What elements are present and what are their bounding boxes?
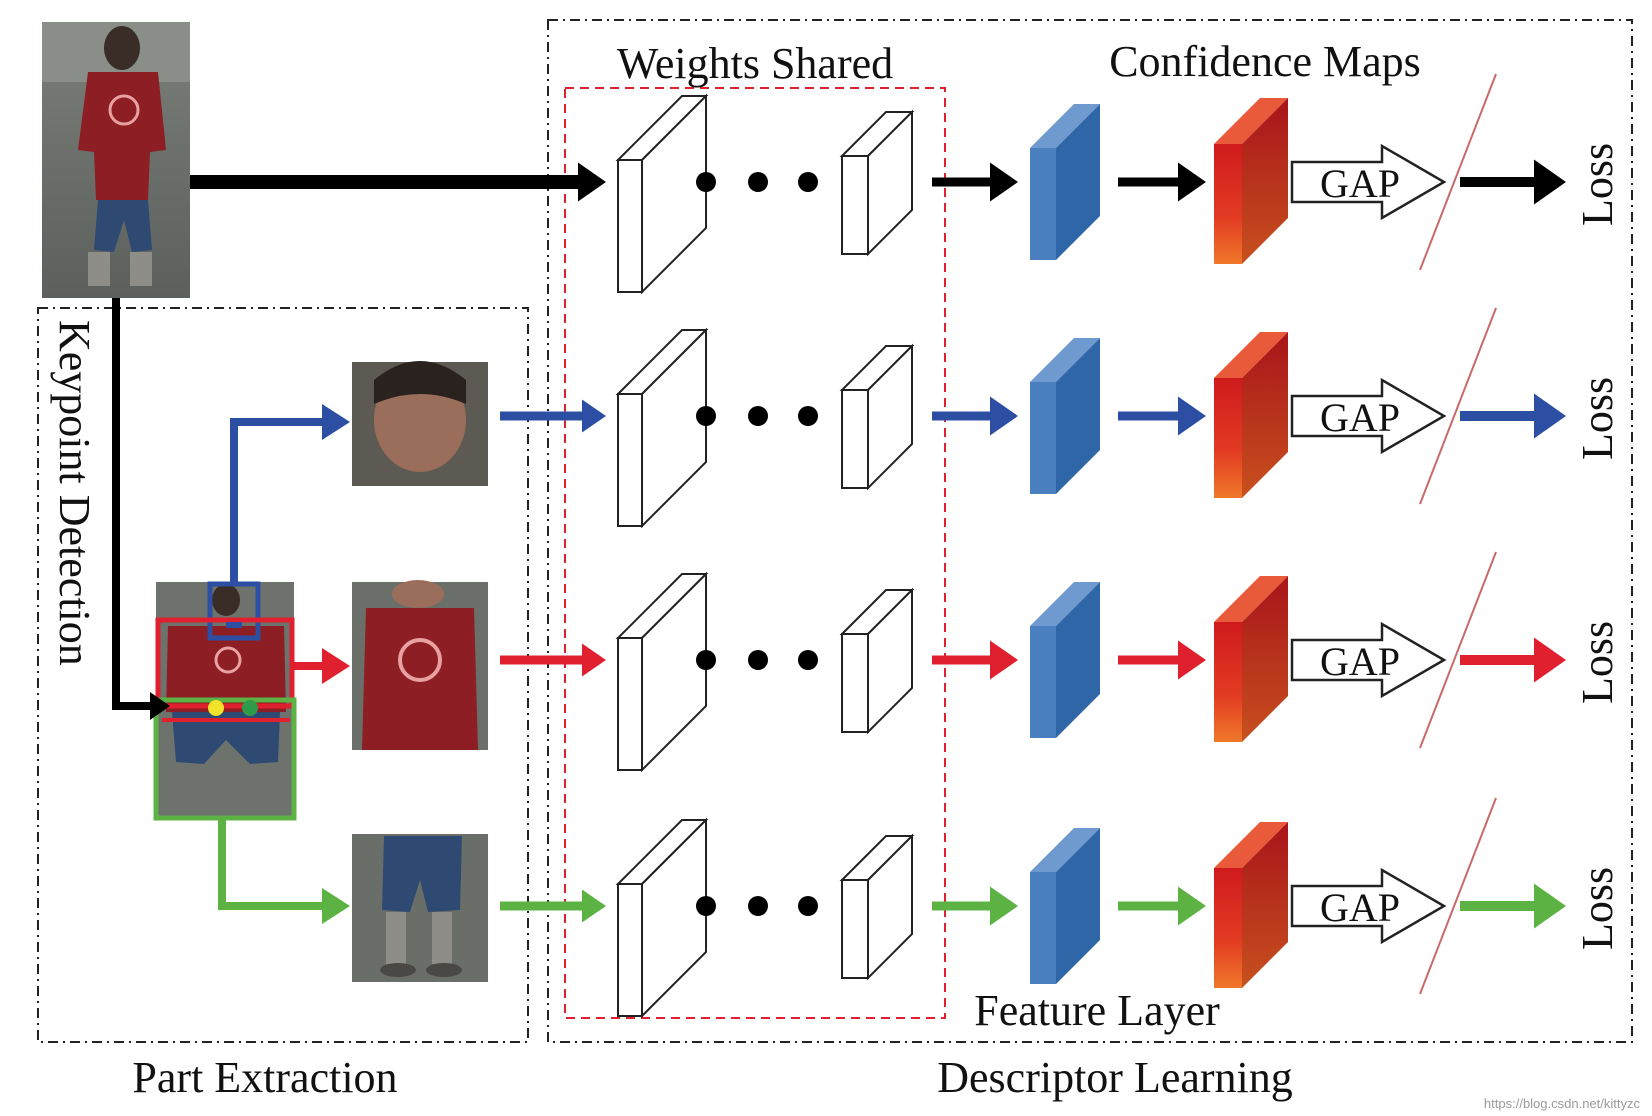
feature-arrow xyxy=(932,162,1018,202)
ellipsis-icon xyxy=(696,650,818,670)
input-arrow xyxy=(500,889,606,923)
conv-layer-first xyxy=(615,327,709,529)
gap-arrow: GAP xyxy=(1290,143,1447,221)
divider-line xyxy=(1419,551,1497,749)
conv-layer-last xyxy=(839,109,915,257)
input-arrow xyxy=(500,643,606,677)
ellipsis-icon xyxy=(696,406,818,426)
ellipsis-icon xyxy=(696,896,818,916)
person-photo xyxy=(42,22,190,298)
loss-label: Loss xyxy=(1573,621,1622,704)
feature-block xyxy=(1030,582,1100,738)
conv-layer-last xyxy=(839,587,915,735)
loss-arrow xyxy=(1460,159,1566,205)
input-arrow xyxy=(500,399,606,433)
loss-label: Loss xyxy=(1573,143,1622,226)
torso-box xyxy=(155,617,295,709)
confidence-map-block xyxy=(1214,332,1288,498)
head-crop xyxy=(352,361,488,486)
conv-layer-first xyxy=(615,93,709,295)
loss-label: Loss xyxy=(1573,867,1622,950)
keypoint-green xyxy=(242,700,258,716)
confidence-arrow xyxy=(1118,396,1206,436)
confidence-arrow xyxy=(1118,640,1206,680)
conv-layer-last xyxy=(839,343,915,491)
feature-block xyxy=(1030,104,1100,260)
keypoint-person xyxy=(153,581,297,821)
legs-crop xyxy=(352,834,488,982)
descriptor-learning-frame xyxy=(547,19,1633,1043)
conv-layer-first xyxy=(615,817,709,1019)
legs-route-arrow xyxy=(218,818,324,910)
confidence-arrow xyxy=(1118,162,1206,202)
branch-row-whole-body: GAP Loss xyxy=(190,73,1622,295)
input-arrow xyxy=(190,162,606,202)
watermark: https://blog.csdn.net/kittyzc xyxy=(1484,1096,1641,1111)
feature-arrow xyxy=(932,396,1018,436)
divider-line xyxy=(1419,73,1497,271)
keypoint-detection-label: Keypoint Detection xyxy=(50,320,99,666)
feature-arrow xyxy=(932,640,1018,680)
torso-crop xyxy=(352,580,488,750)
gap-label: GAP xyxy=(1320,885,1400,930)
gap-label: GAP xyxy=(1320,639,1400,684)
loss-label: Loss xyxy=(1573,377,1622,460)
conv-layer-last xyxy=(839,833,915,981)
loss-arrow xyxy=(1460,637,1566,683)
gap-label: GAP xyxy=(1320,395,1400,440)
gap-arrow: GAP xyxy=(1290,377,1447,455)
gap-arrow: GAP xyxy=(1290,867,1447,945)
feature-block xyxy=(1030,828,1100,984)
conv-layer-first xyxy=(615,571,709,773)
part-extraction-frame xyxy=(37,307,529,1043)
gap-arrow: GAP xyxy=(1290,621,1447,699)
feature-layer-label: Feature Layer xyxy=(974,986,1220,1035)
loss-arrow xyxy=(1460,883,1566,929)
ellipsis-icon xyxy=(696,172,818,192)
branch-row-head: GAP Loss xyxy=(500,307,1622,529)
confidence-map-block xyxy=(1214,822,1288,988)
loss-arrow xyxy=(1460,393,1566,439)
branch-row-upper-body: GAP Loss xyxy=(500,551,1622,773)
head-route-arrow xyxy=(230,418,324,584)
input-to-keypoint-arrow xyxy=(112,298,152,710)
weights-shared-label: Weights Shared xyxy=(617,39,893,88)
keypoint-yellow xyxy=(208,700,224,716)
gap-label: GAP xyxy=(1320,161,1400,206)
divider-line xyxy=(1419,307,1497,505)
part-extraction-label: Part Extraction xyxy=(132,1053,397,1102)
confidence-map-block xyxy=(1214,98,1288,264)
branch-row-lower-body: GAP Loss xyxy=(500,797,1622,1019)
feature-arrow xyxy=(932,886,1018,926)
confidence-map-block xyxy=(1214,576,1288,742)
confidence-maps-label: Confidence Maps xyxy=(1109,37,1421,86)
descriptor-learning-label: Descriptor Learning xyxy=(937,1053,1293,1102)
weights-shared-frame xyxy=(564,87,946,1019)
feature-block xyxy=(1030,338,1100,494)
confidence-arrow xyxy=(1118,886,1206,926)
divider-line xyxy=(1419,797,1497,995)
